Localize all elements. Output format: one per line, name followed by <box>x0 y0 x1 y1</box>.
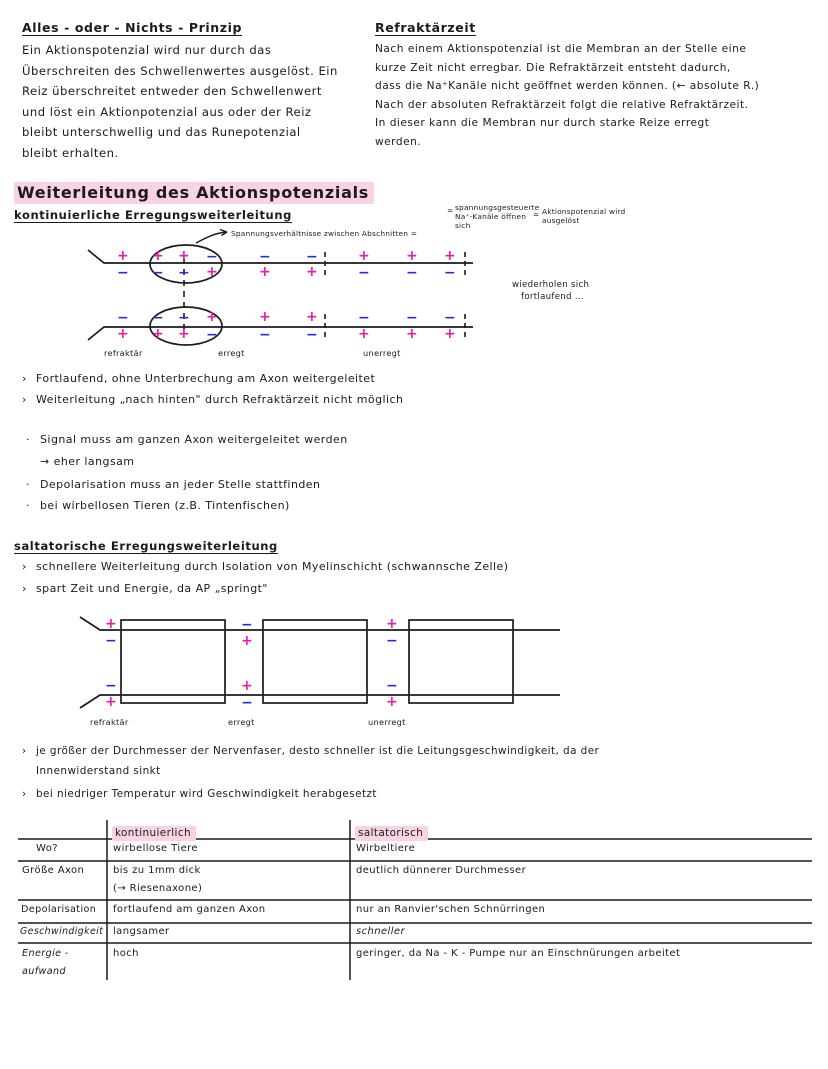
table-row-label: Wo? <box>36 843 58 854</box>
bullet-text: Weiterleitung „nach hinten" durch Refrak… <box>36 393 404 406</box>
bullet-marker-dot-icon: · <box>26 499 30 512</box>
paragraph-line: Reiz überschreitet entweder den Schwelle… <box>22 84 322 98</box>
diagram1-label-erregt: erregt <box>218 348 245 358</box>
table-row-label-line1: Energie - <box>22 948 69 959</box>
table-header-label: saltatorisch <box>355 826 429 841</box>
paragraph-line: und löst ein Aktionpotenzial aus oder de… <box>22 104 312 119</box>
annotation-line: spannungsgesteuerte <box>455 203 540 212</box>
note-line: fortlaufend ... <box>521 292 584 302</box>
paragraph-line: Nach der absoluten Refraktärzeit folgt d… <box>375 98 749 111</box>
bullet-continuation: Innenwiderstand sinkt <box>36 765 161 777</box>
table-cell: langsamer <box>113 926 170 937</box>
paragraph-line: dass die Na⁺Kanäle nicht geöffnet werden… <box>375 80 760 92</box>
bullet-item: › Weiterleitung „nach hinten" durch Refra… <box>22 393 403 406</box>
note-wiederholen: wiederholen sich fortlaufend ... <box>512 279 589 303</box>
table-row-label: Größe Axon <box>22 865 85 876</box>
table-header-saltatorisch: saltatorisch <box>355 821 429 841</box>
diagram2-label-refraktaer: refraktär <box>90 717 129 727</box>
paragraph-line: Nach einem Aktionspotenzial ist die Memb… <box>375 43 747 55</box>
bullet-text: bei niedriger Temperatur wird Geschwindi… <box>36 788 377 800</box>
bullet-text: → eher langsam <box>40 455 135 468</box>
paragraph-line: bleibt erhalten. <box>22 145 119 160</box>
table-cell-line2: (→ Riesenaxone) <box>113 883 203 894</box>
bullet-item: › Fortlaufend, ohne Unterbrechung am Axon… <box>22 372 375 385</box>
bullet-item: · Depolarisation muss an jeder Stelle sta… <box>26 478 320 491</box>
bullet-text: spart Zeit und Energie, da AP „springt" <box>36 582 268 595</box>
bullet-item: › je größer der Durchmesser der Nervenfas… <box>22 745 599 757</box>
paragraph-line: werden. <box>375 135 422 148</box>
table-cell: deutlich dünnerer Durchmesser <box>356 865 527 876</box>
note-line: wiederholen sich <box>512 280 590 290</box>
bullet-text: bei wirbellosen Tieren (z.B. Tintenfisch… <box>40 499 290 512</box>
heading-saltatorische: saltatorische Erregungsweiterleitung <box>14 539 278 553</box>
table-cell: geringer, da Na - K - Pumpe nur an Einsc… <box>356 948 681 959</box>
paragraph-line: bleibt unterschwellig und das Runepotenz… <box>22 125 301 139</box>
bullet-text: schnellere Weiterleitung durch Isolation… <box>36 560 509 573</box>
bullet-marker-chevron-icon: › <box>22 372 27 385</box>
annotation-spannungsverhaeltnisse: Spannungsverhältnisse zwischen Abschnitt… <box>231 229 418 238</box>
heading-kontinuierliche: kontinuierliche Erregungsweiterleitung <box>14 208 292 222</box>
bullet-marker-dot-icon: · <box>26 433 30 446</box>
heading-alles-oder-nichts: Alles - oder - Nichts - Prinzip <box>22 20 243 35</box>
bullet-item: › bei niedriger Temperatur wird Geschwind… <box>22 788 377 800</box>
bullet-marker-chevron-icon: › <box>22 788 27 800</box>
annotation-line: Aktionspotenzial wird <box>542 207 626 216</box>
table-header-label: kontinuierlich <box>112 826 196 841</box>
table-cell: Wirbeltiere <box>356 843 416 854</box>
annotation-equals-1: = <box>447 206 454 215</box>
section-refraktaerzeit: Refraktärzeit Nach einem Aktionspotenzia… <box>375 20 820 148</box>
bullet-item: · bei wirbellosen Tieren (z.B. Tintenfisc… <box>26 499 290 512</box>
bullet-text: Signal muss am ganzen Axon weitergeleite… <box>40 433 348 446</box>
bullet-marker-chevron-icon: › <box>22 560 27 573</box>
bullet-text: Innenwiderstand sinkt <box>36 765 161 777</box>
table-cell: hoch <box>113 948 139 959</box>
table-row-label: Geschwindigkeit <box>20 926 104 937</box>
annotation-line: ausgelöst <box>542 216 580 226</box>
heading-refraktaerzeit: Refraktärzeit <box>375 20 476 35</box>
diagram1-label-refraktaer: refraktär <box>104 348 143 358</box>
main-heading-text: Weiterleitung des Aktionspotenzials <box>14 182 374 204</box>
annotation-line: sich <box>455 221 471 231</box>
bullet-text: je größer der Durchmesser der Nervenfase… <box>36 745 600 757</box>
annotation-ap-ausgeloest: Aktionspotenzial wird ausgelöst <box>542 207 625 225</box>
main-heading: Weiterleitung des Aktionspotenzials <box>14 182 374 204</box>
paragraph-line: Ein Aktionspotenzial wird nur durch das <box>22 43 272 57</box>
bullet-item: · Signal muss am ganzen Axon weitergeleit… <box>26 433 348 446</box>
bullet-marker-chevron-icon: › <box>22 582 27 595</box>
bullet-text: Depolarisation muss an jeder Stelle stat… <box>40 478 321 491</box>
section-alles-oder-nichts: Alles - oder - Nichts - Prinzip Ein Akti… <box>22 20 372 160</box>
bullet-marker-chevron-icon: › <box>22 393 27 406</box>
table-row-label: Depolarisation <box>21 904 97 915</box>
table-cell: nur an Ranvier'schen Schnürringen <box>356 904 546 915</box>
paragraph-line: kurze Zeit nicht erregbar. Die Refraktär… <box>375 61 731 74</box>
diagram2-label-unerregt: unerregt <box>368 717 406 727</box>
bullet-marker-dot-icon: · <box>26 478 30 491</box>
annotation-line: Na⁺-Kanäle öffnen <box>455 212 527 222</box>
bullet-item: › schnellere Weiterleitung durch Isolatio… <box>22 560 509 573</box>
bullet-item: › spart Zeit und Energie, da AP „springt" <box>22 582 268 595</box>
table-cell: schneller <box>356 926 405 937</box>
table-cell: wirbellose Tiere <box>113 843 198 854</box>
bullet-text: Fortlaufend, ohne Unterbrechung am Axon … <box>36 372 376 385</box>
table-cell: bis zu 1mm dick <box>113 865 201 876</box>
bullet-subitem: → eher langsam <box>40 455 134 468</box>
table-row-label-line2: aufwand <box>22 966 67 977</box>
bullet-marker-chevron-icon: › <box>22 745 27 757</box>
annotation-na-channels: spannungsgesteuerte Na⁺-Kanäle öffnen si… <box>455 203 539 231</box>
diagram1-label-unerregt: unerregt <box>363 348 401 358</box>
diagram2-label-erregt: erregt <box>228 717 255 727</box>
paragraph-line: In dieser kann die Membran nur durch sta… <box>375 117 710 129</box>
table-header-kontinuierlich: kontinuierlich <box>112 821 196 841</box>
table-cell: fortlaufend am ganzen Axon <box>113 904 266 915</box>
paragraph-line: Überschreiten des Schwellenwertes ausgel… <box>22 63 338 78</box>
annotation-equals-2: = <box>533 210 540 219</box>
